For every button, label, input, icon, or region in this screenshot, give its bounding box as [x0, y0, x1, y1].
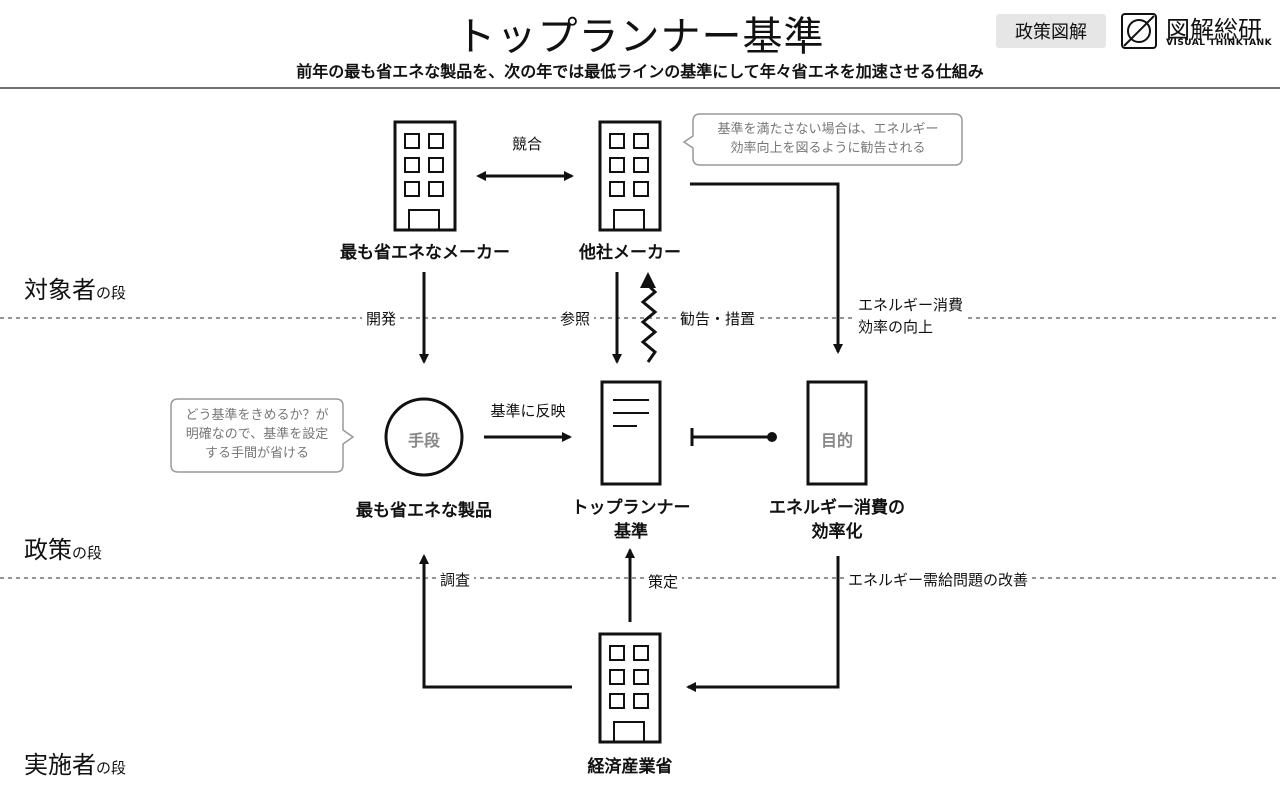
efficient-maker-label: 最も省エネなメーカー: [340, 243, 510, 263]
survey-arrow: [419, 554, 572, 689]
tier-label-target: 対象者の段: [24, 276, 127, 304]
method-note: どう基準をきめるか？が明確なので、基準を設定する手間が省ける: [185, 408, 329, 461]
formulate-label: 策定: [644, 571, 683, 592]
other-maker-building-icon: [598, 120, 662, 232]
recommend-zigzag: [640, 283, 658, 363]
recommend-note: 基準を満たさない場合は、エネルギー効率向上を図るように勧告される: [717, 122, 939, 156]
improve-arrow: [690, 182, 843, 354]
tier-label-policy: 政策の段: [24, 536, 103, 564]
recommend-note-bubble: [682, 113, 963, 166]
product-circle-label: 手段: [407, 431, 440, 450]
meti-label: 経済産業省: [587, 757, 673, 777]
logo-subtext: VISUAL THINKTANK: [1166, 38, 1273, 48]
efficient-maker-building-icon: [393, 120, 457, 232]
product-label: 最も省エネな製品: [356, 501, 492, 521]
standard-document-icon: [600, 380, 662, 486]
efficiency-box: [806, 380, 868, 486]
product-circle: [384, 397, 464, 477]
method-note-bubble: [170, 398, 355, 473]
recommend-label: 勧告・措置: [676, 308, 760, 329]
logo-icon: [1121, 13, 1157, 49]
page-title: トップランナー基準: [455, 14, 825, 60]
page-subtitle: 前年の最も省エネな製品を、次の年では最低ラインの基準にして年々省エネを加速させる…: [296, 62, 984, 81]
tier-label-implementer: 実施者の段: [24, 751, 127, 779]
category-tag: 政策図解: [996, 14, 1106, 48]
supply-demand-label: エネルギー需給問題の改善: [844, 569, 1033, 590]
improve-label: エネルギー消費効率の向上: [854, 294, 968, 338]
meti-building-icon: [598, 632, 662, 744]
reflect-label: 基準に反映: [490, 402, 566, 420]
supply-demand-arrow: [686, 556, 840, 692]
efficiency-label: エネルギー消費の効率化: [769, 498, 905, 542]
reference-label: 参照: [556, 308, 595, 329]
survey-label: 調査: [436, 569, 475, 590]
other-maker-label: 他社メーカー: [579, 243, 681, 263]
compete-label: 競合: [511, 135, 542, 153]
efficiency-box-label: 目的: [820, 431, 853, 450]
standard-label: トップランナー基準: [571, 498, 691, 542]
recommend-arrowhead: [640, 272, 656, 288]
logo-text: 図解総研: [1166, 16, 1262, 44]
develop-label: 開発: [362, 308, 401, 329]
